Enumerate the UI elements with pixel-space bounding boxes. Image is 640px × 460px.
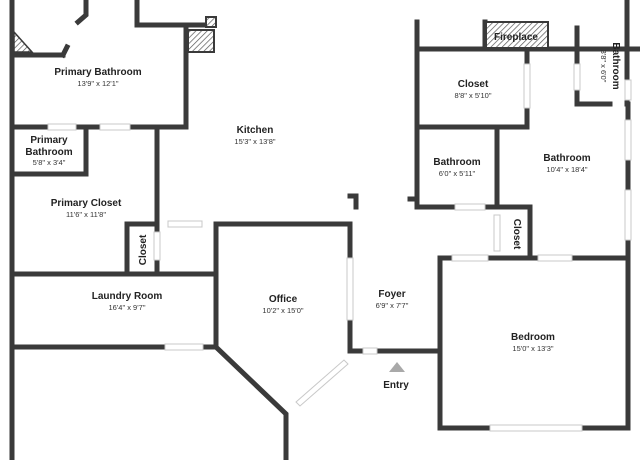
walls: [9, 0, 640, 460]
entry-arrow-icon: [389, 362, 405, 372]
label-fireplace: Fireplace: [494, 32, 538, 43]
dims-primary-bathroom: 13'9" x 12'1": [77, 79, 118, 88]
chimney-cap: [205, 16, 217, 28]
dims-office: 10'2" x 15'0": [262, 306, 303, 315]
wall-small-bath: [9, 124, 89, 177]
window-right-mid: [624, 119, 632, 161]
label-foyer: Foyer: [378, 289, 405, 300]
wall-closet-left-box: [124, 221, 160, 277]
window-closet-left: [153, 231, 161, 261]
label-primary-bathroom-small-2: Bathroom: [25, 147, 72, 158]
label-primary-bathroom-small-1: Primary: [30, 135, 68, 146]
dims-bedroom: 15'0" x 13'3": [512, 344, 553, 353]
window-closet-top: [523, 63, 531, 109]
window-right-upper: [624, 79, 632, 101]
wall-tub-stub: [74, 0, 89, 26]
window-office-top: [167, 220, 203, 228]
fireplace-box: [485, 21, 549, 49]
dims-closet-top: 8'8" x 5'10": [455, 91, 492, 100]
wall-foyer-stub: [347, 193, 359, 210]
wall-office-diagonal: [212, 343, 289, 460]
label-entry: Entry: [383, 380, 409, 391]
window-office-diagonal: [295, 359, 349, 407]
label-primary-closet: Primary Closet: [51, 198, 122, 209]
windows: [47, 63, 632, 432]
wall-tub-arc: [59, 43, 71, 59]
window-office-right: [346, 257, 354, 321]
window-bedroom-bottom: [489, 424, 583, 432]
tub-hatch: [13, 30, 34, 53]
label-bathroom-corner: Bathroom: [610, 42, 621, 89]
dims-laundry-room: 16'4" x 9'7": [109, 303, 146, 312]
wall-bath-corner-left: [574, 25, 613, 107]
window-laundry-bottom: [164, 343, 204, 351]
fixtures: [13, 16, 549, 372]
labels: Primary Bathroom 13'9" x 12'1" Primary B…: [25, 32, 621, 391]
window-primary-bath: [99, 123, 131, 131]
dims-bathroom-corner: 3'8" x 6'0": [599, 50, 608, 83]
label-closet-left: Closet: [138, 234, 149, 265]
label-bathroom-large: Bathroom: [543, 153, 590, 164]
label-primary-bathroom: Primary Bathroom: [54, 67, 141, 78]
label-kitchen: Kitchen: [237, 125, 274, 136]
label-bedroom: Bedroom: [511, 332, 555, 343]
chimney-hatch: [187, 29, 215, 53]
label-closet-right: Closet: [511, 219, 522, 250]
dims-kitchen: 15'3" x 13'8": [234, 137, 275, 146]
window-bedroom-top-right: [537, 254, 573, 262]
dims-primary-closet: 11'6" x 11'8": [66, 210, 106, 219]
wall-primary-bath-right: [134, 0, 213, 28]
window-closet-right: [493, 214, 501, 252]
dims-bathroom-large: 10'4" x 18'4": [546, 165, 587, 174]
window-right-lower: [624, 189, 632, 241]
window-bath-small-bottom: [454, 203, 486, 211]
window-small-bath: [47, 123, 77, 131]
window-foyer-door: [362, 347, 378, 355]
window-bedroom-top-left: [451, 254, 489, 262]
label-laundry-room: Laundry Room: [92, 291, 163, 302]
dims-primary-bathroom-small: 5'8" x 3'4": [33, 158, 66, 167]
label-bathroom-small: Bathroom: [433, 157, 480, 168]
label-closet-top: Closet: [458, 79, 489, 90]
dims-foyer: 6'9" x 7'7": [376, 301, 409, 310]
dims-bathroom-small: 6'0" x 5'11": [439, 169, 476, 178]
window-bath-corner: [573, 63, 581, 91]
wall-bath-small-stub: [407, 196, 420, 210]
label-office: Office: [269, 294, 298, 305]
